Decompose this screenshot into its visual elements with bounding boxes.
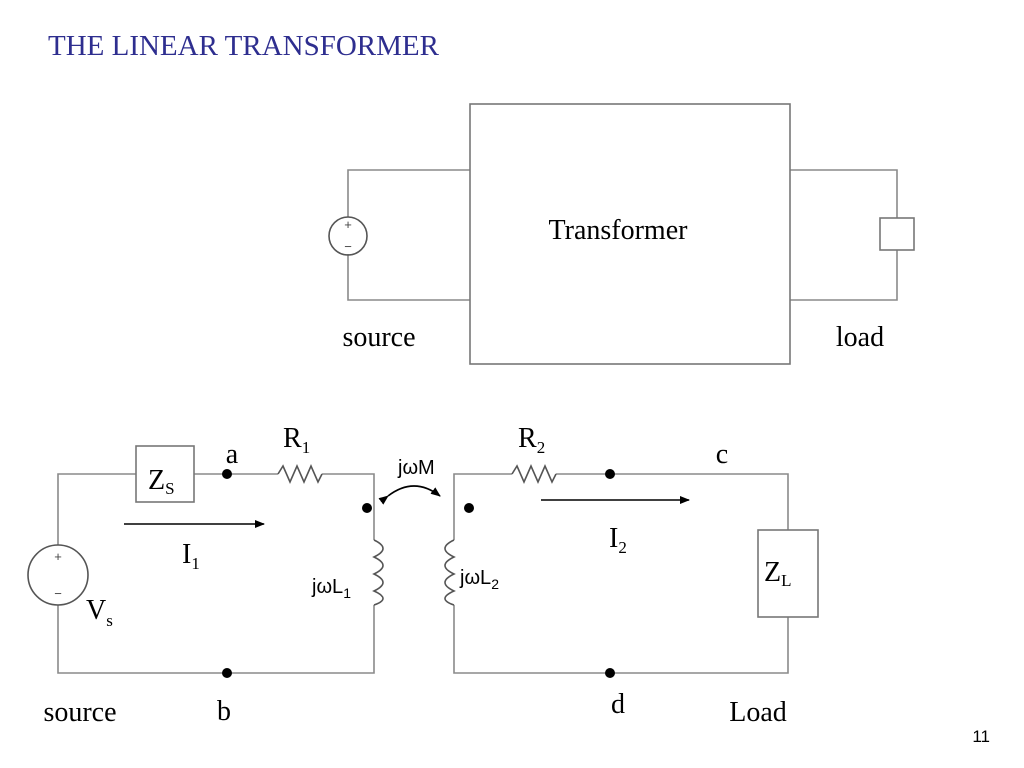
transformer-label: Transformer [549, 215, 689, 246]
primary-bottom-wire [57, 605, 375, 674]
mutual-inductance-label: jωM [397, 457, 435, 479]
zl-label: ZL [764, 557, 792, 590]
l1-inductor [372, 539, 384, 606]
vs-label: Vs [86, 595, 113, 630]
block-source-minus: − [344, 239, 352, 254]
transformer-box [469, 103, 791, 365]
block-load [879, 217, 915, 251]
node-d-label: d [611, 689, 625, 720]
zs-label: ZS [148, 465, 175, 498]
node-b-dot [222, 668, 232, 678]
zs-impedance-box [135, 445, 195, 503]
l2-polarity-dot [464, 503, 474, 513]
l2-to-r2-wire [453, 473, 512, 540]
block-load-label: load [836, 322, 884, 353]
r2-label: R2 [518, 423, 545, 457]
source-minus-sign: − [54, 586, 62, 601]
node-a-dot [222, 469, 232, 479]
block-voltage-source [328, 216, 368, 256]
mutual-inductance-arrow [378, 485, 441, 505]
voltage-source [27, 544, 89, 606]
secondary-bottom-wire [453, 605, 789, 674]
transformer-circuit: + − ZS R1 R2 jωL1 jωL2 jωM a b c d [27, 423, 819, 728]
i2-label: I2 [609, 523, 627, 557]
source-bottom-wire [347, 254, 470, 301]
r1-label: R1 [283, 423, 310, 457]
load-bottom-wire [790, 250, 898, 301]
slide-title: THE LINEAR TRANSFORMER [48, 30, 440, 62]
node-a-label: a [226, 439, 239, 470]
source-top-wire [347, 169, 470, 217]
block-source-label: source [342, 322, 415, 353]
i1-label: I1 [182, 539, 200, 573]
circuit-source-label: source [43, 697, 116, 728]
l1-polarity-dot [362, 503, 372, 513]
node-c-label: c [716, 439, 728, 470]
r1-to-l1-wire [322, 473, 375, 540]
circuit-load-label: Load [729, 697, 787, 728]
zl-impedance-box [757, 529, 819, 618]
source-plus-sign: + [54, 549, 62, 564]
node-d-dot [605, 668, 615, 678]
load-top-wire [790, 169, 898, 218]
l2-inductor [444, 539, 456, 606]
block-diagram: + − Transformer source load [328, 103, 915, 365]
node-b-label: b [217, 696, 231, 727]
block-source-plus: + [344, 217, 352, 232]
r1-resistor [277, 464, 323, 484]
l2-label: jωL2 [459, 567, 499, 592]
page-number: 11 [972, 727, 990, 746]
l1-label: jωL1 [311, 576, 351, 601]
primary-left-top-wire [57, 473, 136, 545]
r2-resistor [511, 464, 557, 484]
r2-to-zl-wire [556, 473, 789, 530]
node-c-dot [605, 469, 615, 479]
